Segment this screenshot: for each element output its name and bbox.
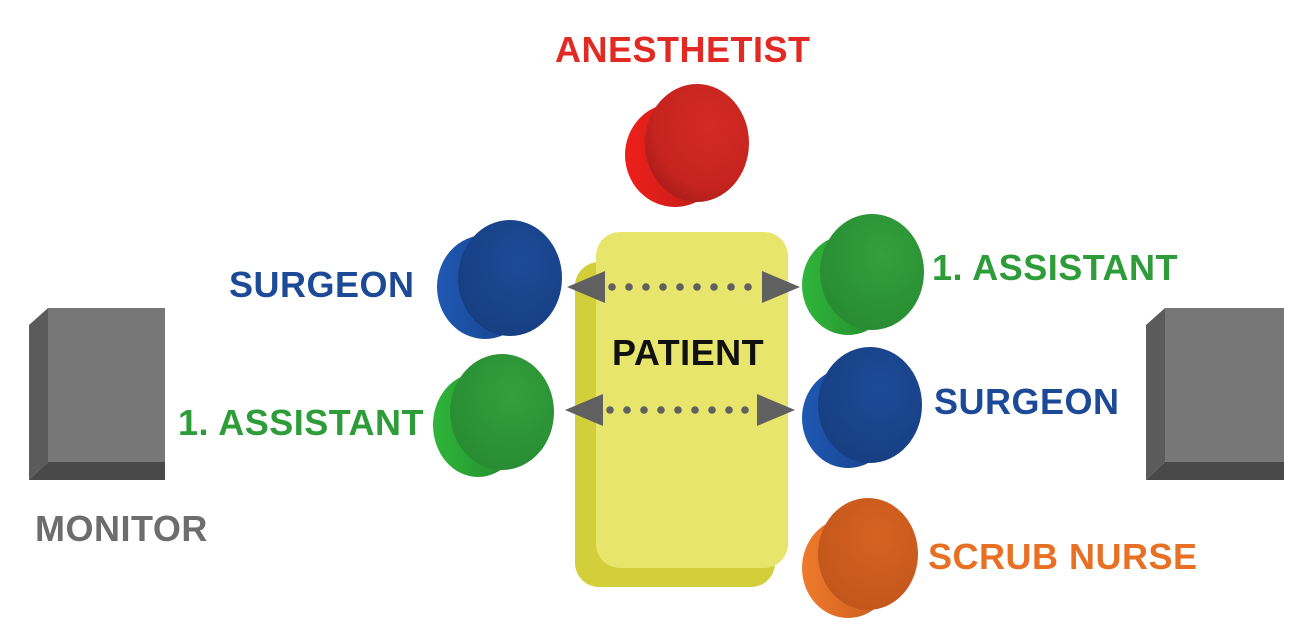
anesthetist-label: ANESTHETIST bbox=[555, 29, 811, 70]
monitor-label: MONITOR bbox=[35, 508, 208, 549]
monitor-right bbox=[1146, 308, 1284, 480]
assistant-right-disc bbox=[802, 214, 924, 335]
patient-table bbox=[575, 232, 788, 587]
arrow-lower bbox=[565, 394, 795, 426]
assistant-right-label: 1. ASSISTANT bbox=[932, 247, 1179, 288]
surgeon-left-disc bbox=[437, 220, 562, 339]
surgeon-right-label: SURGEON bbox=[934, 381, 1120, 422]
monitor-left bbox=[29, 308, 165, 480]
scrub-nurse-disc bbox=[802, 498, 918, 618]
surgeon-left-label: SURGEON bbox=[229, 264, 415, 305]
patient-label: PATIENT bbox=[612, 332, 765, 373]
assistant-left-label: 1. ASSISTANT bbox=[178, 402, 425, 443]
anesthetist-disc bbox=[625, 84, 749, 207]
arrow-upper bbox=[567, 271, 800, 303]
surgeon-right-disc bbox=[802, 347, 922, 468]
assistant-left-disc bbox=[433, 354, 554, 477]
scrub-nurse-label: SCRUB NURSE bbox=[928, 536, 1198, 577]
